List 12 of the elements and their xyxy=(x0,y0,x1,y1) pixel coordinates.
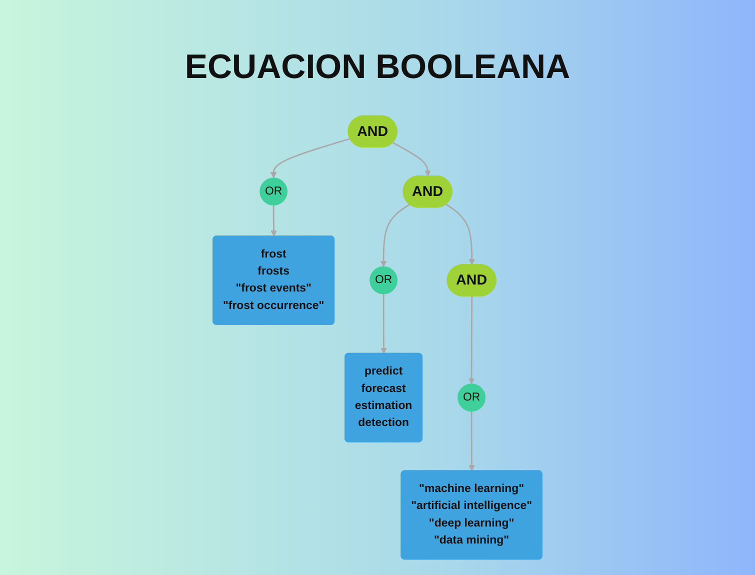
arrow xyxy=(270,138,350,178)
arrow xyxy=(468,296,475,384)
arrow xyxy=(446,204,476,266)
node-circle: OR xyxy=(458,384,486,412)
arrow xyxy=(380,294,387,354)
node-circle: OR xyxy=(370,266,398,294)
arrow xyxy=(270,205,277,237)
arrow xyxy=(380,204,410,267)
title: ECUACION BOOLEANA xyxy=(184,48,570,87)
node-circle: OR xyxy=(260,178,288,206)
arrow xyxy=(468,411,475,472)
arrow xyxy=(392,142,431,176)
